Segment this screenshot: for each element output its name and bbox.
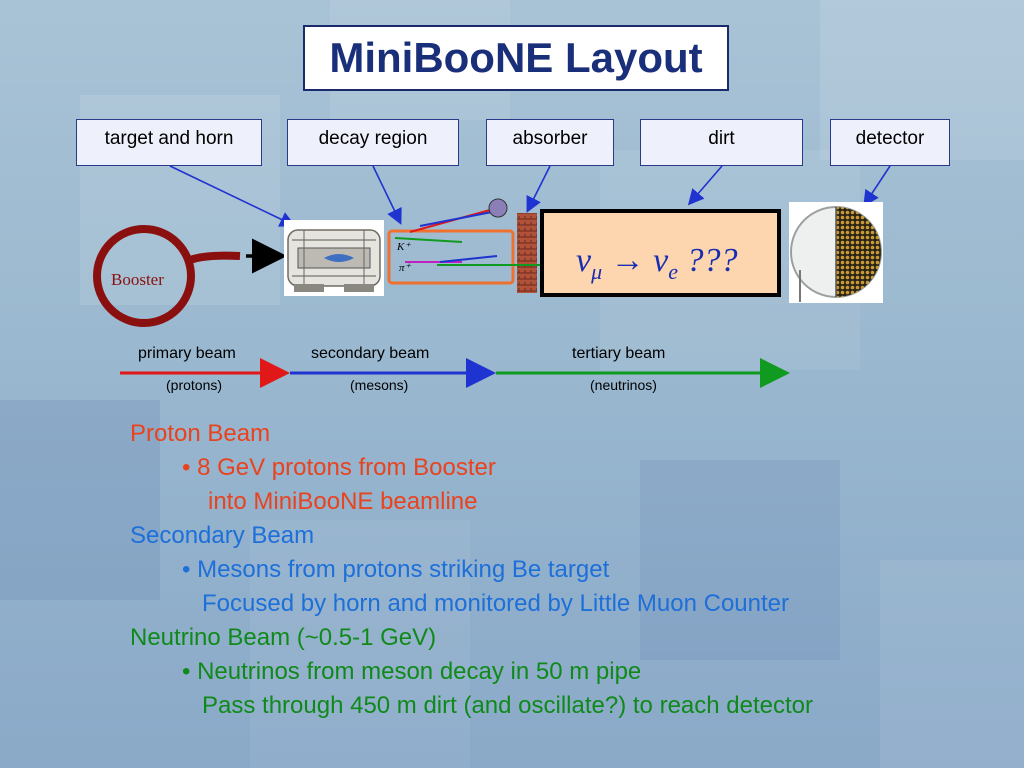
booster-ring-icon — [93, 225, 241, 327]
pointer-decay-region — [372, 165, 402, 225]
decay-region-icon: K⁺ π⁺ — [387, 198, 515, 285]
mu-subscript: μ — [591, 258, 603, 284]
detector-sphere-icon — [789, 202, 883, 303]
kaon-label: K⁺ — [396, 241, 411, 253]
secondary-beam-label: secondary beam — [311, 345, 430, 362]
pointer-dirt — [687, 165, 723, 206]
secondary-bullet-2: Focused by horn and monitored by Little … — [202, 590, 790, 617]
label-target-and-horn: target and horn — [76, 119, 262, 166]
secondary-beam-heading: Secondary Beam — [130, 522, 315, 549]
question-marks: ??? — [686, 242, 738, 279]
proton-bullet-1: • 8 GeV protons from Booster — [182, 454, 496, 481]
primary-beam-label: primary beam — [138, 345, 236, 362]
oscillation-arrow: → — [610, 242, 645, 279]
neutrino-bullet-1: • Neutrinos from meson decay in 50 m pip… — [182, 658, 642, 685]
neutrino-bullet-2: Pass through 450 m dirt (and oscillate?)… — [202, 692, 813, 719]
secondary-bullet-1: • Mesons from protons striking Be target — [182, 556, 610, 583]
tertiary-beam-label: tertiary beam — [572, 345, 666, 362]
proton-bullet-2: into MiniBooNE beamline — [208, 488, 478, 515]
pion-label: π⁺ — [399, 262, 412, 274]
nu-mu-symbol: ν — [576, 242, 592, 279]
label-decay-region: decay region — [287, 119, 459, 166]
pointer-target-horn — [169, 165, 296, 227]
page-title: MiniBooNE Layout — [329, 34, 703, 81]
primary-beam-sub: (protons) — [166, 377, 223, 393]
proton-beam-heading: Proton Beam — [130, 420, 271, 447]
dirt-box — [540, 209, 781, 297]
nu-e-symbol: ν — [653, 242, 669, 279]
booster-label: Booster — [111, 270, 164, 289]
pointer-detector — [863, 165, 891, 207]
neutrino-beam-heading: Neutrino Beam (~0.5-1 GeV) — [130, 624, 437, 651]
title-box: MiniBooNE Layout — [303, 25, 729, 91]
horn-image — [284, 220, 384, 296]
pointer-absorber — [526, 165, 551, 213]
secondary-beam-sub: (mesons) — [350, 377, 409, 393]
label-dirt: dirt — [640, 119, 803, 166]
label-detector: detector — [830, 119, 950, 166]
label-absorber: absorber — [486, 119, 614, 166]
oscillation-formula: νμ → νe ??? — [576, 242, 738, 285]
absorber-block — [517, 213, 537, 293]
e-subscript: e — [668, 258, 678, 284]
tertiary-beam-sub: (neutrinos) — [590, 377, 657, 393]
